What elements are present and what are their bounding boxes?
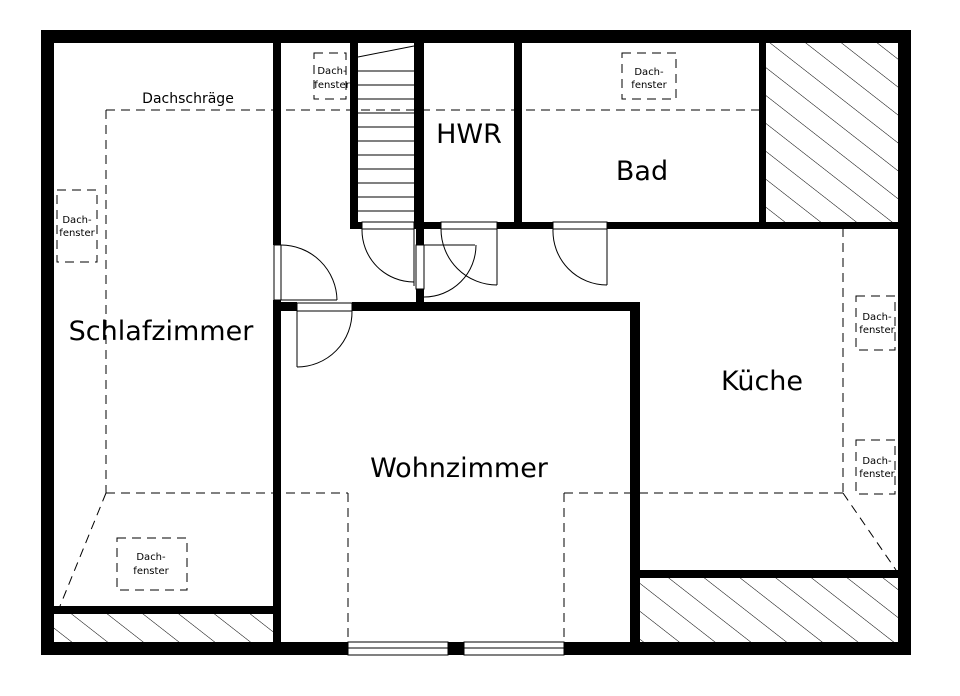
room-label-wohnzimmer: Wohnzimmer xyxy=(370,453,549,484)
wall-stair-bottom xyxy=(350,222,362,229)
svg-text:fenster: fenster xyxy=(859,325,895,336)
roof-window-label-kueche-1: Dach- fenster xyxy=(859,312,895,336)
svg-text:fenster: fenster xyxy=(314,80,350,91)
roof-slope-lines xyxy=(59,109,897,642)
door-schlafzimmer xyxy=(273,244,338,301)
roof-window-label-schlaf-bottom: Dach- fenster xyxy=(133,552,169,577)
hatch-top-right xyxy=(766,43,898,222)
svg-text:Dach-: Dach- xyxy=(136,552,166,563)
roof-windows xyxy=(56,52,896,591)
hatch-bottom-left xyxy=(54,614,274,642)
wall-outer-top xyxy=(41,30,911,43)
svg-text:fenster: fenster xyxy=(59,228,95,239)
door-stair xyxy=(361,221,415,286)
door-wohnzimmer xyxy=(296,302,353,368)
roof-window-bad xyxy=(621,52,677,100)
roof-window-schlaf xyxy=(56,189,98,263)
roof-window-kueche-1 xyxy=(855,295,896,351)
svg-text:Dach-: Dach- xyxy=(317,66,347,77)
room-label-kueche: Küche xyxy=(721,366,803,397)
door-corridor xyxy=(415,244,477,298)
wall-outer-left xyxy=(41,30,54,655)
room-label-bad: Bad xyxy=(616,156,668,187)
wall-hwr-bottom xyxy=(424,222,441,229)
staircase xyxy=(357,45,415,212)
roof-window-label-bad: Dach- fenster xyxy=(631,67,667,91)
svg-text:Dach-: Dach- xyxy=(62,215,92,226)
door-bad xyxy=(552,221,608,286)
wall-stair-right-lower2 xyxy=(416,289,424,302)
wall-outer-bottom-right xyxy=(564,642,911,655)
svg-text:Dach-: Dach- xyxy=(862,312,892,323)
room-label-hwr: HWR xyxy=(436,119,502,150)
wall-outer-right xyxy=(898,30,911,655)
roof-window-stair xyxy=(313,52,347,100)
wall-schlaf-bottom xyxy=(54,606,281,614)
wall-stair-right xyxy=(414,43,424,229)
svg-text:fenster: fenster xyxy=(859,469,895,480)
wall-outer-bottom xyxy=(41,642,348,655)
roof-window-label-kueche-2: Dach- fenster xyxy=(859,456,895,480)
walls xyxy=(41,30,911,655)
wall-bad-bottom-right xyxy=(607,222,898,229)
wall-wohn-top xyxy=(352,302,640,311)
doors xyxy=(273,221,608,368)
wall-wohn-top-left xyxy=(273,302,297,311)
wall-hwr-bad-bottom-mid xyxy=(497,222,553,229)
wall-stair-left xyxy=(350,43,358,229)
roof-window-label-stair: Dach- fenster xyxy=(314,66,350,91)
roof-window-kueche-2 xyxy=(855,439,896,495)
hatch-bottom-right xyxy=(639,577,898,642)
door-hwr xyxy=(440,221,498,286)
wall-schlaf-right-top xyxy=(273,43,281,245)
room-label-schlafzimmer: Schlafzimmer xyxy=(69,316,255,347)
svg-text:Dach-: Dach- xyxy=(634,67,664,78)
wall-kueche-bottom xyxy=(630,570,898,578)
wall-hwr-right xyxy=(514,43,522,229)
svg-text:fenster: fenster xyxy=(133,566,169,577)
svg-text:Dach-: Dach- xyxy=(862,456,892,467)
wall-stair-right-lower xyxy=(416,229,424,245)
slope-diag-left xyxy=(59,492,107,607)
window-wohnzimmer xyxy=(347,641,565,656)
labels: Dachschräge Schlafzimmer Wohnzimmer Küch… xyxy=(59,66,895,577)
roof-window-schlaf-bottom xyxy=(116,537,188,591)
dachschraege-label: Dachschräge xyxy=(142,91,234,107)
wall-wohn-right xyxy=(630,302,640,642)
wall-bad-right xyxy=(759,43,766,229)
wall-schlaf-right-bottom xyxy=(273,300,281,642)
hatched-areas xyxy=(54,43,898,642)
roof-window-label-schlaf: Dach- fenster xyxy=(59,215,95,239)
svg-text:fenster: fenster xyxy=(631,80,667,91)
slope-diag-right xyxy=(842,492,897,571)
wall-outer-bottom-mid xyxy=(448,642,464,655)
